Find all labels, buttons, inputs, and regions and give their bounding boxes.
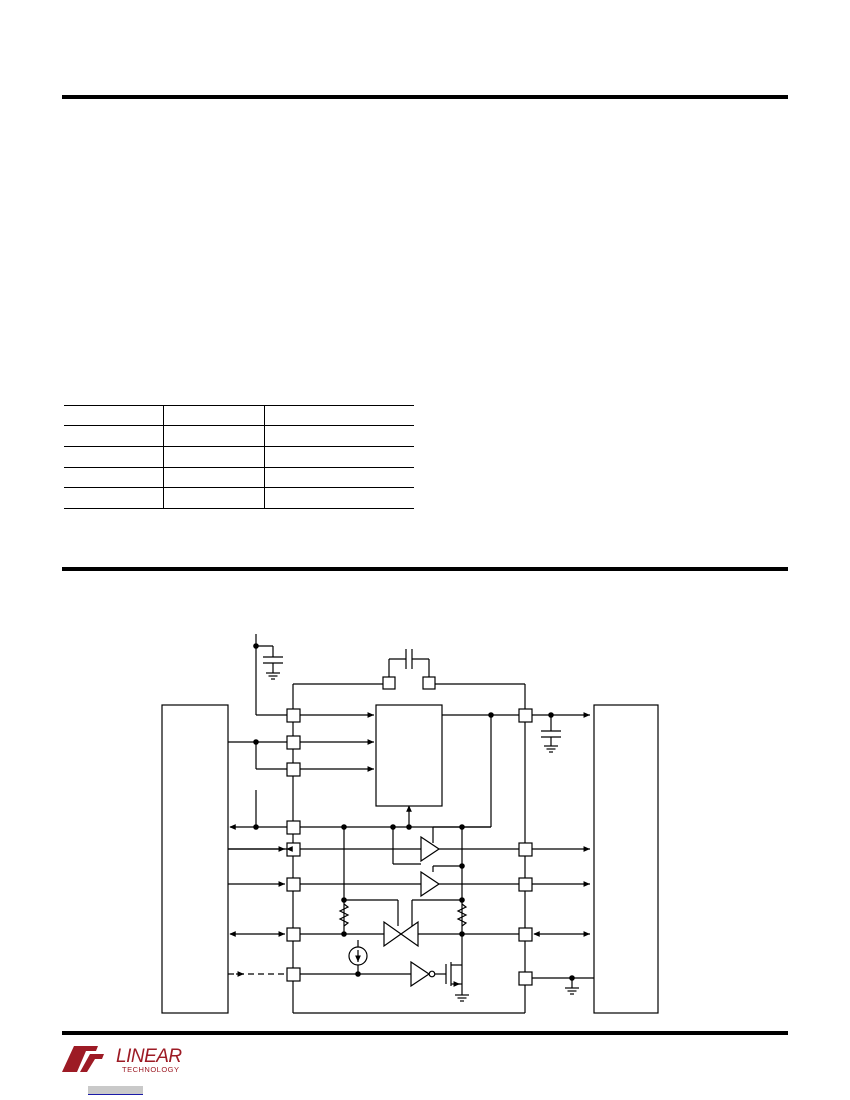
pin-pad <box>286 762 301 777</box>
right-block <box>593 704 659 1014</box>
header-rule <box>62 95 788 99</box>
pin-pad <box>518 927 533 942</box>
pin-pad <box>518 842 533 857</box>
section-rule <box>62 567 788 571</box>
bidirectional-switch <box>229 827 590 948</box>
current-source <box>348 940 368 977</box>
company-logo: LINEAR TECHNOLOGY <box>62 1046 183 1074</box>
logo-wordmark: LINEAR <box>116 1046 182 1067</box>
table-row-rule <box>64 446 414 447</box>
pin-pad <box>286 708 301 723</box>
ground-pin <box>532 975 594 995</box>
footer-link[interactable] <box>88 1086 143 1095</box>
pin-pad <box>518 877 533 892</box>
table-column-rule <box>163 405 164 509</box>
inverter-mosfet <box>228 960 469 1002</box>
table-row-rule <box>64 487 414 488</box>
table-row-rule <box>64 405 414 406</box>
pin-pad <box>286 820 301 835</box>
empty-table <box>64 405 414 509</box>
pin-pad <box>518 971 533 986</box>
pin-pad <box>286 842 301 857</box>
output-signal <box>432 712 590 843</box>
left-block <box>161 704 229 1014</box>
pin-pad <box>286 967 301 982</box>
table-row-rule <box>64 425 414 426</box>
input-signals <box>228 712 374 772</box>
table-row-rule <box>64 508 414 509</box>
pin-pad <box>422 676 436 690</box>
block-diagram <box>161 634 659 1014</box>
function-block <box>375 704 443 807</box>
buffer-upper <box>228 827 590 865</box>
logo-subtitle: TECHNOLOGY <box>122 1065 180 1074</box>
input-capacitor <box>253 634 287 716</box>
top-capacitor <box>388 649 430 677</box>
footer-rule <box>62 1031 788 1035</box>
table-column-rule <box>264 405 265 509</box>
pin-pad <box>382 676 396 690</box>
table-row-rule <box>64 467 414 468</box>
pin-pad <box>286 877 301 892</box>
pin-pad <box>286 927 301 942</box>
buffer-lower <box>300 863 590 898</box>
bus-row-1 <box>229 790 491 830</box>
pin-pad <box>286 735 301 750</box>
pin-pad <box>518 708 533 723</box>
